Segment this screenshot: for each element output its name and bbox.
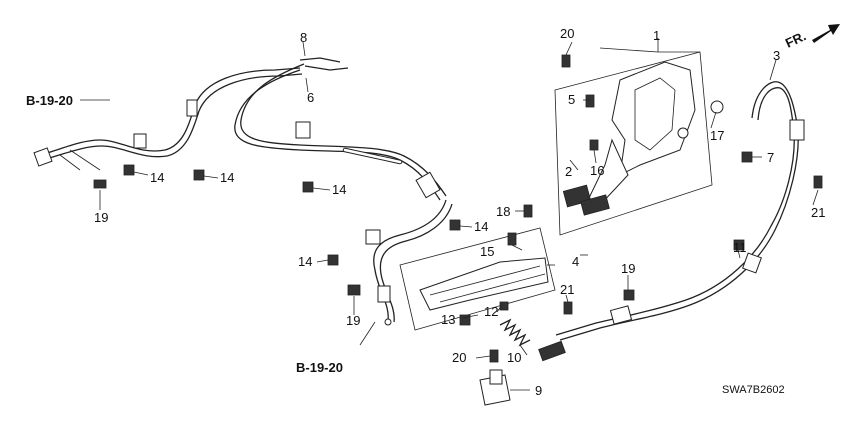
leader-lines <box>80 38 819 391</box>
callout-12: 12 <box>484 304 498 319</box>
callout-10: 10 <box>507 350 521 365</box>
callout-17: 17 <box>710 128 724 143</box>
callout-7: 7 <box>767 150 774 165</box>
callout-16: 16 <box>590 163 604 178</box>
reference-label-bottom: B-19-20 <box>296 360 343 375</box>
callout-3: 3 <box>773 48 780 63</box>
spring-and-clamp <box>479 318 531 406</box>
fasteners <box>93 54 823 363</box>
callout-19-b: 19 <box>346 313 360 328</box>
callout-21-b: 21 <box>811 205 825 220</box>
callout-5: 5 <box>568 92 575 107</box>
callout-14-c: 14 <box>332 182 346 197</box>
reference-label-top: B-19-20 <box>26 93 73 108</box>
callout-13: 13 <box>441 312 455 327</box>
front-direction-label: FR. <box>783 28 808 50</box>
callout-20-b: 20 <box>452 350 466 365</box>
callout-8: 8 <box>300 30 307 45</box>
callout-1: 1 <box>653 28 660 43</box>
callout-2: 2 <box>565 164 572 179</box>
center-brake-cable <box>234 57 447 201</box>
left-brake-cable <box>33 67 303 171</box>
right-brake-cable <box>538 81 805 362</box>
callout-14-b: 14 <box>220 170 234 185</box>
callout-14-d: 14 <box>474 219 488 234</box>
callout-9: 9 <box>535 383 542 398</box>
diagram-code: SWA7B2602 <box>722 384 785 396</box>
front-direction-arrow: FR. <box>783 24 840 51</box>
callout-4: 4 <box>572 254 579 269</box>
callout-19-a: 19 <box>94 210 108 225</box>
pedal-assembly <box>554 51 724 236</box>
lower-cable <box>365 199 453 326</box>
callout-21-a: 21 <box>560 282 574 297</box>
callout-numbers: 1 2 3 4 5 6 7 8 9 10 11 12 13 14 14 14 1… <box>94 26 825 398</box>
cable-cover <box>399 227 556 331</box>
callout-20-a: 20 <box>560 26 574 41</box>
callout-11: 11 <box>733 240 747 255</box>
arrow-icon <box>812 24 840 43</box>
callout-14-e: 14 <box>298 254 312 269</box>
callout-19-c: 19 <box>621 261 635 276</box>
callout-14-a: 14 <box>150 170 164 185</box>
callout-15: 15 <box>480 244 494 259</box>
callout-18: 18 <box>496 204 510 219</box>
callout-6: 6 <box>307 90 314 105</box>
